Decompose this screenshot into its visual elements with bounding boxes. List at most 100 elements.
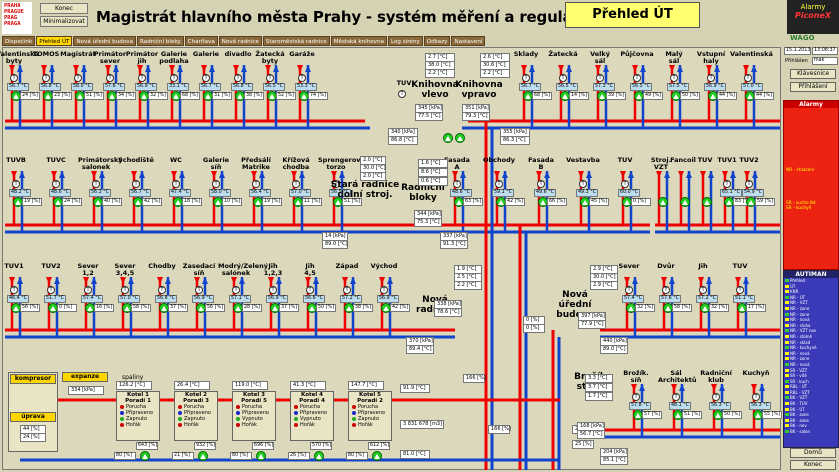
automan-item[interactable]: NR - zone: [784, 356, 838, 362]
return-arrow-icon[interactable]: [239, 277, 245, 284]
automan-item[interactable]: NR - kuchyně: [784, 345, 838, 351]
supply-arrow-icon[interactable]: [342, 277, 348, 284]
return-arrow-icon[interactable]: [49, 65, 55, 72]
automan-item[interactable]: BK - ÚT: [784, 407, 838, 413]
return-arrow-icon[interactable]: [54, 277, 60, 284]
tab-1[interactable]: Přehled ÚT: [36, 36, 73, 46]
supply-arrow-icon[interactable]: [120, 277, 126, 284]
supply-arrow-icon[interactable]: [51, 171, 57, 178]
return-arrow-icon[interactable]: [179, 171, 185, 178]
pump-icon[interactable]: [443, 133, 453, 143]
supply-arrow-icon[interactable]: [41, 65, 47, 72]
supply-arrow-icon[interactable]: [91, 171, 97, 178]
supply-arrow-icon[interactable]: [46, 277, 52, 284]
pump-icon[interactable]: [658, 197, 668, 207]
return-arrow-icon[interactable]: [679, 384, 685, 391]
return-arrow-icon[interactable]: [17, 277, 23, 284]
supply-arrow-icon[interactable]: [171, 171, 177, 178]
supply-arrow-icon[interactable]: [9, 65, 15, 72]
tab-10[interactable]: Nastavení: [451, 36, 486, 46]
supply-arrow-icon[interactable]: [305, 277, 311, 284]
tab-3[interactable]: Radniční bloky: [137, 36, 184, 46]
login-button[interactable]: Přihlášení: [790, 82, 836, 92]
return-arrow-icon[interactable]: [719, 384, 725, 391]
supply-arrow-icon[interactable]: [632, 65, 638, 72]
supply-arrow-icon[interactable]: [73, 65, 79, 72]
return-arrow-icon[interactable]: [145, 65, 151, 72]
return-arrow-icon[interactable]: [387, 277, 393, 284]
return-arrow-icon[interactable]: [91, 277, 97, 284]
automan-item[interactable]: NR - nová: [784, 351, 838, 357]
supply-arrow-icon[interactable]: [620, 171, 626, 178]
supply-arrow-icon[interactable]: [744, 171, 750, 178]
return-arrow-icon[interactable]: [17, 65, 23, 72]
home-button[interactable]: Domů: [790, 448, 836, 458]
supply-arrow-icon[interactable]: [137, 65, 143, 72]
supply-arrow-icon[interactable]: [678, 171, 684, 178]
supply-arrow-icon[interactable]: [521, 65, 527, 72]
pump-icon[interactable]: [314, 451, 324, 461]
automan-item[interactable]: NR - ÚT: [784, 295, 838, 301]
supply-arrow-icon[interactable]: [291, 171, 297, 178]
supply-arrow-icon[interactable]: [11, 171, 17, 178]
pump-icon[interactable]: [140, 451, 150, 461]
return-arrow-icon[interactable]: [632, 277, 638, 284]
supply-arrow-icon[interactable]: [669, 65, 675, 72]
automan-item[interactable]: SR - kuch: [784, 379, 838, 385]
automan-item[interactable]: NR - sklad: [784, 340, 838, 346]
return-arrow-icon[interactable]: [139, 171, 145, 178]
automan-item[interactable]: BK - zone: [784, 418, 838, 424]
return-arrow-icon[interactable]: [586, 171, 592, 178]
return-arrow-icon[interactable]: [759, 384, 765, 391]
return-arrow-icon[interactable]: [99, 171, 105, 178]
return-arrow-icon[interactable]: [128, 277, 134, 284]
supply-arrow-icon[interactable]: [379, 277, 385, 284]
automan-item[interactable]: ÚT: [784, 284, 838, 290]
pump-icon[interactable]: [455, 133, 465, 143]
return-arrow-icon[interactable]: [566, 65, 572, 72]
return-arrow-icon[interactable]: [113, 65, 119, 72]
automan-item[interactable]: BK - zone: [784, 412, 838, 418]
supply-arrow-icon[interactable]: [558, 65, 564, 72]
automan-item[interactable]: NR - nová: [784, 362, 838, 368]
return-arrow-icon[interactable]: [165, 277, 171, 284]
return-arrow-icon[interactable]: [202, 277, 208, 284]
exit-button[interactable]: Konec: [790, 460, 836, 470]
supply-arrow-icon[interactable]: [268, 277, 274, 284]
tab-6[interactable]: Staroměstská radnice: [262, 36, 330, 46]
supply-arrow-icon[interactable]: [595, 65, 601, 72]
return-arrow-icon[interactable]: [628, 171, 634, 178]
minimize-button[interactable]: Minimalizovat: [40, 16, 88, 27]
return-arrow-icon[interactable]: [177, 65, 183, 72]
supply-arrow-icon[interactable]: [698, 277, 704, 284]
automan-item[interactable]: NR - stolně: [784, 334, 838, 340]
supply-arrow-icon[interactable]: [700, 171, 706, 178]
supply-arrow-icon[interactable]: [9, 277, 15, 284]
supply-arrow-icon[interactable]: [233, 65, 239, 72]
automan-item[interactable]: Přehled: [784, 278, 838, 284]
return-arrow-icon[interactable]: [273, 65, 279, 72]
automan-item[interactable]: BK - VZT: [784, 395, 838, 401]
supply-arrow-icon[interactable]: [105, 65, 111, 72]
supply-arrow-icon[interactable]: [578, 171, 584, 178]
supply-arrow-icon[interactable]: [706, 65, 712, 72]
tab-2[interactable]: Nová úřední budova: [73, 36, 136, 46]
automan-item[interactable]: NR - sluha: [784, 323, 838, 329]
automan-item[interactable]: NR - VZT nov: [784, 328, 838, 334]
supply-arrow-icon[interactable]: [656, 171, 662, 178]
supply-arrow-icon[interactable]: [211, 171, 217, 178]
automan-item[interactable]: BK - TUV: [784, 401, 838, 407]
return-arrow-icon[interactable]: [339, 171, 345, 178]
supply-arrow-icon[interactable]: [169, 65, 175, 72]
return-arrow-icon[interactable]: [706, 277, 712, 284]
supply-arrow-icon[interactable]: [722, 171, 728, 178]
supply-arrow-icon[interactable]: [131, 171, 137, 178]
return-arrow-icon[interactable]: [669, 277, 675, 284]
automan-item[interactable]: NR - VZT: [784, 300, 838, 306]
return-arrow-icon[interactable]: [19, 171, 25, 178]
return-arrow-icon[interactable]: [640, 65, 646, 72]
konec-button[interactable]: Konec: [40, 3, 88, 14]
return-arrow-icon[interactable]: [730, 171, 736, 178]
